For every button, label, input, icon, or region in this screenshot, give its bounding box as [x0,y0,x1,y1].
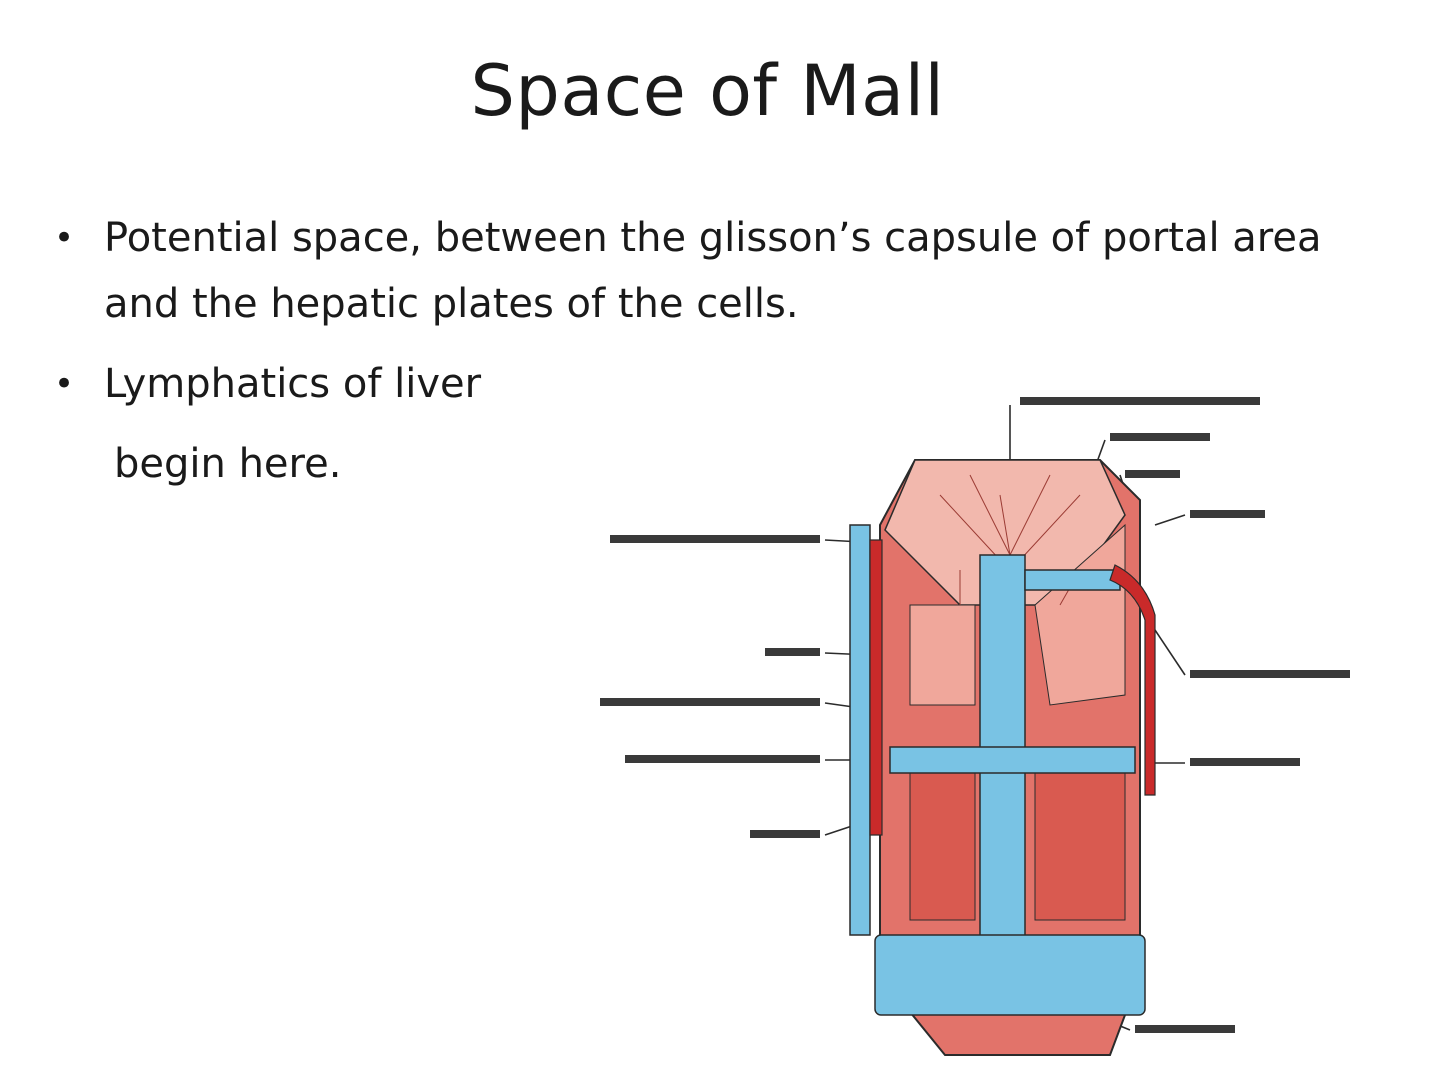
bullet-list: • Potential space, between the glisson’s… [50,205,1390,497]
bullet-dot: • [54,218,75,258]
bullet-item-lymphatics: • Lymphatics of liver begin here. [50,351,1390,497]
bullet-dot: • [54,364,75,404]
slide-title: Space of Mall [470,50,945,132]
liver-lobule-illustration [600,397,1350,1056]
diagram-label-blocks [600,397,1350,1033]
hepatic-artery [869,539,1156,836]
bullet-continuation: begin here. [114,441,342,487]
bullet-item-potential-space: • Potential space, between the glisson’s… [50,205,1390,337]
bullet-text: Lymphatics of liver [104,361,482,407]
portal-vein-branches [849,524,1146,1016]
bullet-text: Potential space, between the glisson’s c… [104,215,1322,327]
liver-lobule-diagram [580,375,1380,1065]
